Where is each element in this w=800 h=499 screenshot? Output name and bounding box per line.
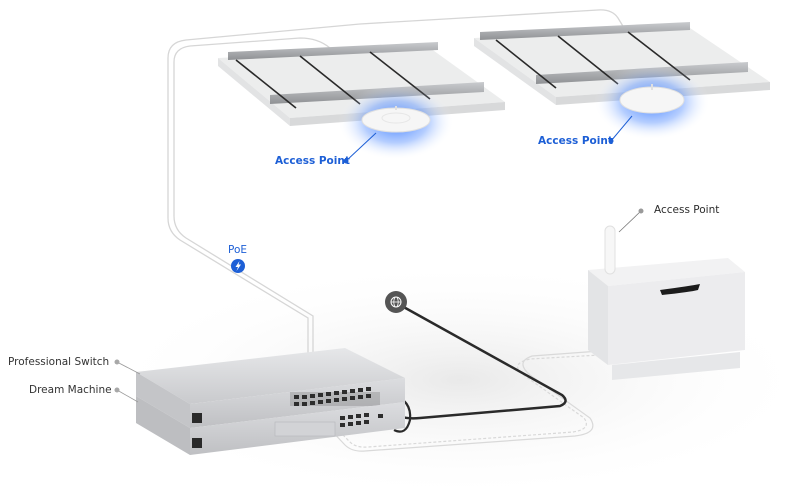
poe-badge (231, 259, 245, 273)
label-dream-machine: Dream Machine (29, 384, 112, 396)
professional-switch-device (136, 348, 405, 428)
label-access-point-left: Access Point (275, 155, 350, 167)
label-professional-switch: Professional Switch (8, 356, 110, 368)
label-poe: PoE (228, 244, 248, 256)
label-access-point-right: Access Point (538, 135, 613, 147)
ap-right-device (619, 86, 685, 114)
ap-left-device (361, 107, 431, 133)
leader-udm (116, 389, 139, 403)
leader-ap-left (345, 132, 377, 162)
outdoor-ap-enclosure (588, 225, 745, 380)
outdoor-ap-antenna (604, 225, 616, 275)
leader-ap-right (610, 115, 633, 142)
leader-ap-outdoor (618, 210, 642, 233)
cable-to-outdoor-ap (311, 350, 601, 452)
internet-badge (385, 291, 407, 313)
dream-machine-device (136, 396, 405, 455)
leader-switch (116, 361, 141, 375)
label-access-point-outdoor: Access Point (654, 204, 720, 216)
poe-cable-to-ceiling (167, 9, 653, 395)
